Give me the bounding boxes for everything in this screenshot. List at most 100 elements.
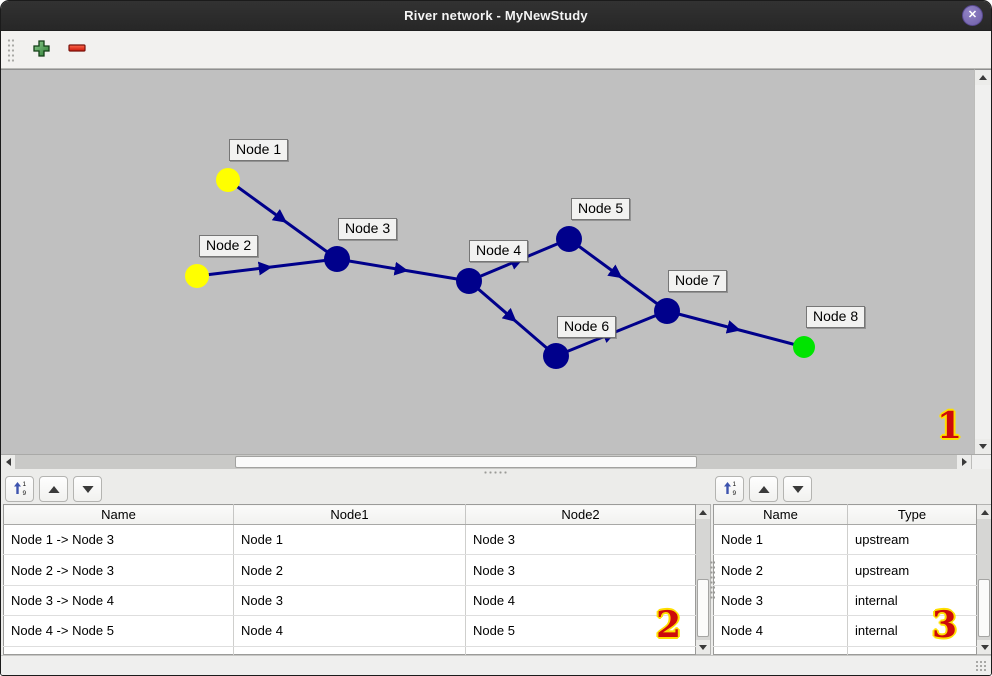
node-label[interactable]: Node 4 — [469, 240, 529, 262]
graph-edge[interactable] — [568, 237, 668, 313]
arrow-up-icon — [980, 509, 989, 515]
cell[interactable]: Node 4 -> Node 5 — [3, 615, 234, 647]
node-label[interactable]: Node 6 — [557, 316, 617, 338]
cell[interactable]: Node 3 -> Node 4 — [3, 585, 234, 617]
graph-node[interactable] — [556, 226, 582, 252]
scrollbar-track[interactable] — [696, 519, 710, 640]
cell[interactable]: Node 3 — [465, 554, 696, 586]
scrollbar-thumb[interactable] — [697, 579, 709, 637]
arrow-down-icon — [980, 644, 989, 650]
remove-button[interactable] — [64, 37, 90, 63]
scroll-down-button[interactable] — [975, 439, 991, 454]
node-label[interactable]: Node 5 — [571, 198, 631, 220]
cell[interactable]: Node 2 — [233, 554, 466, 586]
graph-node[interactable] — [185, 264, 209, 288]
node-label[interactable]: Node 2 — [199, 235, 259, 257]
graph-edge[interactable] — [666, 309, 805, 349]
graph-node[interactable] — [324, 246, 350, 272]
cell[interactable]: Node 1 -> Node 3 — [3, 524, 234, 556]
node-label[interactable]: Node 8 — [806, 306, 866, 328]
cell[interactable]: Node 3 — [465, 524, 696, 556]
nodes-scrollbar[interactable] — [977, 504, 991, 655]
graph-edge[interactable] — [336, 257, 470, 283]
cell[interactable]: Node 5 — [465, 615, 696, 647]
status-bar — [1, 655, 991, 675]
network-canvas[interactable]: Node 1 Node 2 Node 3 Node 4 Node 5 Node 6 Node… — [1, 69, 975, 454]
branches-scrollbar[interactable] — [696, 504, 711, 655]
sort-button[interactable]: 1 9 — [715, 476, 744, 502]
cell[interactable]: Node 3 — [233, 585, 466, 617]
add-button[interactable] — [28, 37, 54, 63]
node-label[interactable]: Node 3 — [338, 218, 398, 240]
cell[interactable]: Node 3 — [713, 585, 848, 617]
scrollbar-track[interactable] — [15, 455, 957, 469]
cell[interactable]: upstream — [847, 524, 977, 556]
splitter-handle[interactable] — [1, 469, 991, 475]
scrollbar-thumb[interactable] — [978, 579, 990, 637]
scroll-left-button[interactable] — [1, 455, 15, 469]
titlebar[interactable]: River network - MyNewStudy ✕ — [1, 1, 991, 31]
cell[interactable]: internal — [847, 585, 977, 617]
cell[interactable]: Node 1 — [713, 524, 848, 556]
move-up-button[interactable] — [39, 476, 68, 502]
arrow-up-icon — [979, 75, 988, 80]
cell[interactable]: Node 2 — [713, 554, 848, 586]
sort-numeric-icon: 1 9 — [722, 480, 738, 499]
scrollbar-thumb[interactable] — [235, 456, 697, 468]
cell[interactable]: Node 4 — [713, 615, 848, 647]
toolbar-drag-handle[interactable] — [7, 36, 14, 63]
close-button[interactable]: ✕ — [962, 5, 983, 26]
column-header[interactable]: Name — [713, 504, 848, 525]
cell[interactable]: Node 4 — [233, 615, 466, 647]
node-label[interactable]: Node 7 — [668, 270, 728, 292]
node-label[interactable]: Node 1 — [229, 139, 289, 161]
scroll-down-button[interactable] — [696, 640, 710, 654]
resize-grip[interactable] — [975, 660, 987, 672]
cell[interactable]: internal — [847, 615, 977, 647]
cell[interactable]: Node 2 -> Node 3 — [3, 554, 234, 586]
graph-edge[interactable] — [227, 178, 338, 261]
move-down-button[interactable] — [783, 476, 812, 502]
sort-button[interactable]: 1 9 — [5, 476, 34, 502]
graph-node[interactable] — [456, 268, 482, 294]
arrow-left-icon — [5, 458, 11, 466]
graph-edge[interactable] — [468, 279, 557, 358]
panel-splitter-handle[interactable] — [710, 560, 715, 600]
move-down-button[interactable] — [73, 476, 102, 502]
table-row — [3, 646, 696, 655]
scrollbar-track[interactable] — [975, 85, 991, 439]
graph-node[interactable] — [543, 343, 569, 369]
graph-node[interactable] — [793, 336, 815, 358]
canvas-horizontal-scrollbar[interactable] — [1, 454, 991, 469]
column-header[interactable]: Type — [847, 504, 977, 525]
column-header[interactable]: Node1 — [233, 504, 466, 525]
canvas-vertical-scrollbar[interactable] — [974, 69, 991, 454]
scroll-right-button[interactable] — [957, 455, 971, 469]
cell[interactable]: Node 1 — [233, 524, 466, 556]
scroll-up-button[interactable] — [696, 505, 710, 519]
move-up-button[interactable] — [749, 476, 778, 502]
graph-node[interactable] — [654, 298, 680, 324]
scrollbar-track[interactable] — [977, 519, 991, 640]
cell[interactable]: upstream — [847, 554, 977, 586]
arrow-up-icon — [757, 485, 770, 493]
scroll-up-button[interactable] — [977, 505, 991, 519]
scroll-down-button[interactable] — [977, 640, 991, 654]
graph-node[interactable] — [216, 168, 240, 192]
scroll-up-button[interactable] — [975, 70, 991, 85]
cell[interactable]: Node 4 — [465, 585, 696, 617]
column-header[interactable]: Node2 — [465, 504, 696, 525]
column-header[interactable]: Name — [3, 504, 234, 525]
graph-edge[interactable] — [196, 257, 338, 278]
nodes-toolbar: 1 9 — [711, 475, 991, 504]
